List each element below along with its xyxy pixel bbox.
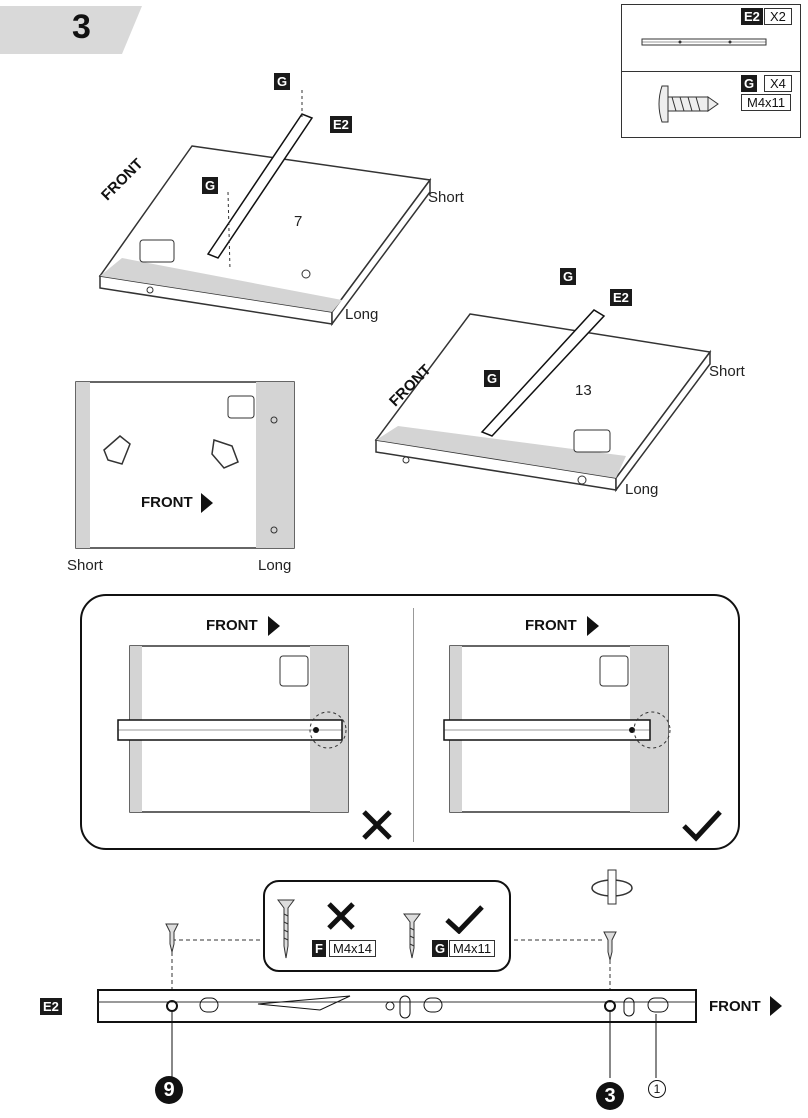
iso1-tag-g-mid: G	[202, 177, 219, 194]
iso1-tag-e2: E2	[330, 116, 352, 133]
compare-left-front-label: FRONT	[206, 617, 258, 634]
comparison-divider	[413, 608, 414, 842]
part-qty-e2: X2	[764, 8, 792, 25]
part-qty-g: X4	[764, 75, 792, 92]
compare-right-front-label: FRONT	[525, 617, 577, 634]
iso2-tag-e2: E2	[610, 289, 632, 306]
iso-panel-1	[98, 90, 432, 327]
iso2-tag-g-top: G	[560, 268, 577, 285]
hole-circle-label: 1	[648, 1080, 666, 1098]
long-screw-icon	[277, 899, 295, 959]
wrong-mark-icon	[362, 810, 392, 840]
yes-mark-icon	[445, 905, 484, 934]
iso2-number: 13	[575, 382, 592, 399]
part-tag-g: G	[741, 75, 758, 92]
screw-compare-box	[263, 880, 511, 972]
compare-left-arrow-icon	[268, 616, 280, 636]
iso1-tag-g-top: G	[274, 73, 291, 90]
part-tag-e2: E2	[741, 8, 763, 25]
plan-front-label: FRONT	[141, 494, 193, 511]
compare-left-panel	[117, 645, 349, 813]
step-banner	[0, 6, 142, 54]
correct-mark-icon	[682, 810, 722, 842]
plan-long-label: Long	[258, 557, 292, 574]
compare-right-arrow-icon	[587, 616, 599, 636]
iso1-number: 7	[294, 213, 303, 230]
rail-tag-e2: E2	[40, 998, 62, 1015]
short-screw-icon	[403, 913, 421, 959]
iso1-long-label: Long	[345, 306, 379, 323]
rail-part-icon	[641, 38, 767, 46]
hole-badge-right: 3	[596, 1082, 624, 1110]
screw-part-icon	[658, 85, 719, 123]
iso2-long-label: Long	[625, 481, 659, 498]
step-number: 3	[72, 8, 91, 46]
iso2-tag-g-mid: G	[484, 370, 501, 387]
rail-front-label: FRONT	[709, 998, 761, 1015]
comparison-box	[80, 594, 740, 850]
iso1-short-label: Short	[428, 189, 464, 206]
plan-short-label: Short	[67, 557, 103, 574]
plan-view	[75, 381, 295, 549]
screw-f-size: M4x14	[329, 940, 377, 957]
iso2-short-label: Short	[709, 363, 745, 380]
screw-g-size: M4x11	[449, 940, 496, 957]
no-mark-icon	[327, 902, 355, 930]
rail-front-arrow-icon	[770, 996, 782, 1016]
screw-f-tag: F	[312, 940, 326, 957]
compare-right-panel	[443, 645, 671, 813]
part-size-g: M4x11	[741, 94, 792, 111]
screw-g-tag: G	[432, 940, 449, 957]
rail-closeup	[97, 869, 697, 1078]
plan-front-arrow-icon	[201, 493, 213, 513]
iso-panel-2	[374, 309, 712, 493]
hole-badge-left: 9	[155, 1076, 183, 1104]
